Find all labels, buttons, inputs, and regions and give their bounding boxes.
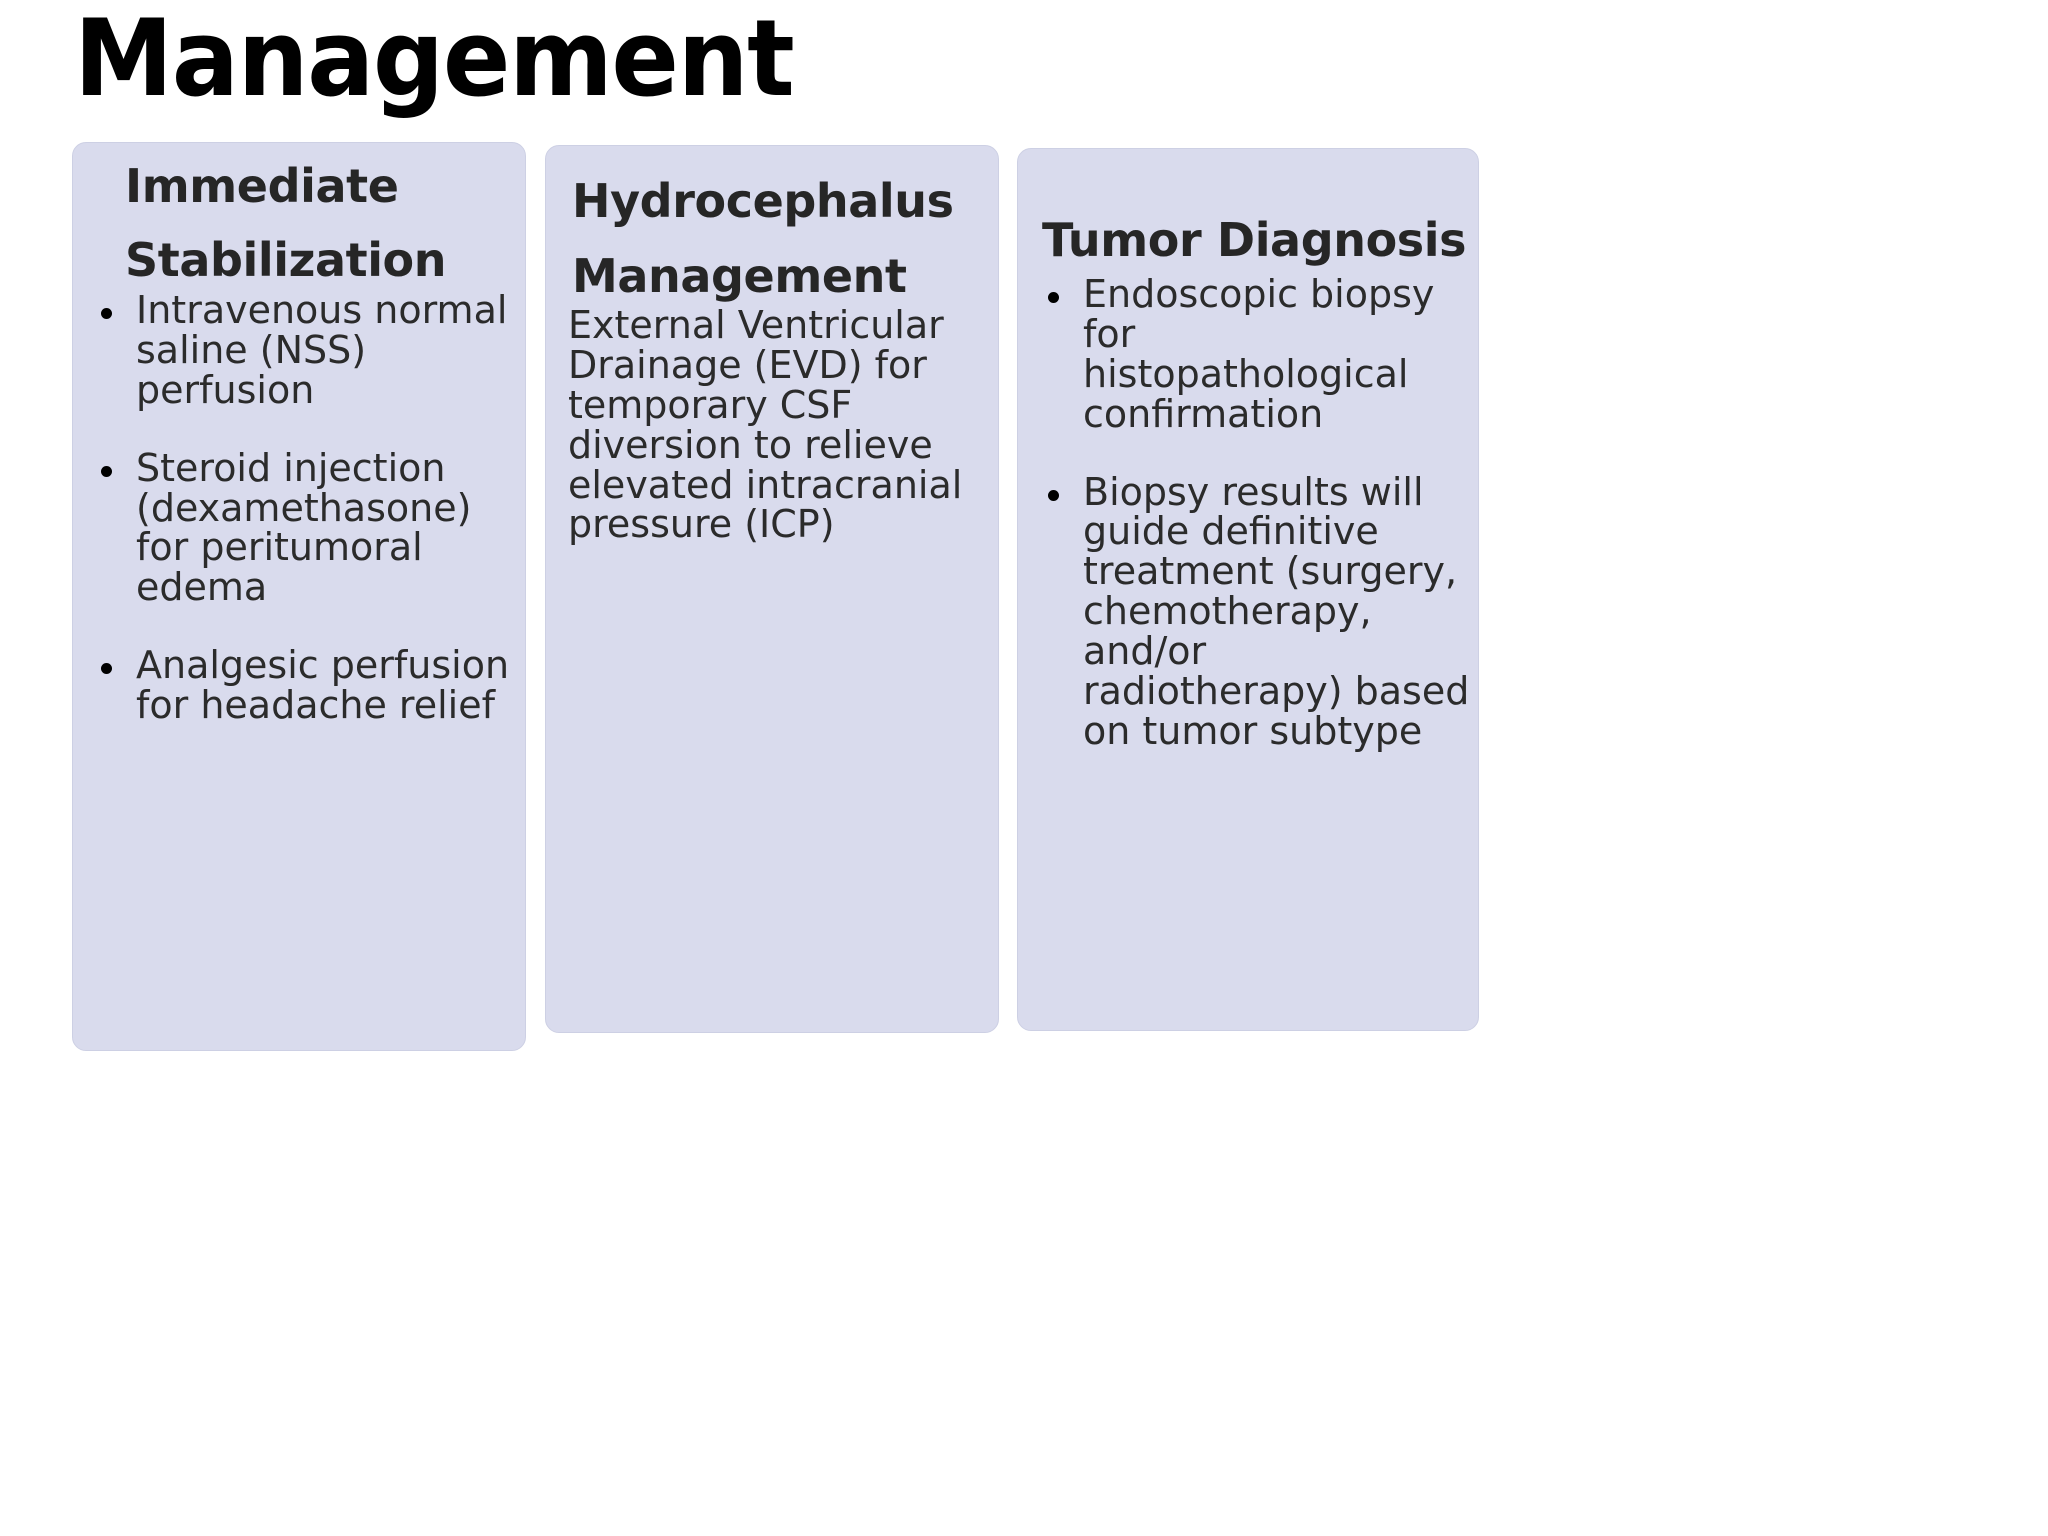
list-item: Intravenous normal saline (NSS) perfusio…	[93, 288, 513, 412]
card-body-immediate-stabilization: Intravenous normal saline (NSS) perfusio…	[93, 288, 513, 728]
card-paragraph-hydrocephalus-management: External Ventricular Drainage (EVD) for …	[568, 303, 963, 547]
list-item: Steroid injection (dexamethasone) for pe…	[93, 445, 513, 610]
bullet-list-tumor-diagnosis: Endoscopic biopsy for histopathological …	[1040, 272, 1470, 753]
bullet-dot-icon	[101, 465, 112, 477]
list-item: Endoscopic biopsy for histopathological …	[1040, 272, 1470, 436]
page-title: Management	[74, 0, 795, 120]
bullet-dot-icon	[1048, 489, 1059, 501]
list-item: Biopsy results will guide definitive tre…	[1040, 469, 1470, 753]
card-body-tumor-diagnosis: Endoscopic biopsy for histopathological …	[1040, 272, 1470, 753]
card-inner: Hydrocephalus Management External Ventri…	[546, 146, 998, 1032]
card-inner: Tumor Diagnosis Endoscopic biopsy for hi…	[1018, 149, 1478, 1030]
list-item-text: Endoscopic biopsy for histopathological …	[1083, 272, 1435, 436]
card-heading-tumor-diagnosis: Tumor Diagnosis	[1042, 213, 1467, 267]
card-heading-hydrocephalus-management: Hydrocephalus Management	[572, 174, 954, 303]
card-hydrocephalus-management[interactable]: Hydrocephalus Management External Ventri…	[545, 145, 999, 1033]
list-item-text: Biopsy results will guide definitive tre…	[1083, 469, 1470, 753]
list-item-text: Steroid injection (dexamethasone) for pe…	[136, 445, 472, 610]
bullet-dot-icon	[101, 663, 112, 675]
card-body-hydrocephalus-management: External Ventricular Drainage (EVD) for …	[568, 303, 983, 547]
card-tumor-diagnosis[interactable]: Tumor Diagnosis Endoscopic biopsy for hi…	[1017, 148, 1479, 1031]
bullet-dot-icon	[1048, 292, 1059, 303]
bullet-list-immediate-stabilization: Intravenous normal saline (NSS) perfusio…	[93, 288, 513, 728]
list-item-text: Intravenous normal saline (NSS) perfusio…	[136, 288, 508, 412]
bullet-dot-icon	[101, 308, 112, 319]
card-heading-immediate-stabilization: Immediate Stabilization	[125, 159, 447, 287]
list-item-text: Analgesic perfusion for headache relief	[136, 643, 510, 728]
card-inner: Immediate Stabilization Intravenous norm…	[73, 143, 525, 1050]
card-immediate-stabilization[interactable]: Immediate Stabilization Intravenous norm…	[72, 142, 526, 1051]
list-item: Analgesic perfusion for headache relief	[93, 643, 513, 728]
